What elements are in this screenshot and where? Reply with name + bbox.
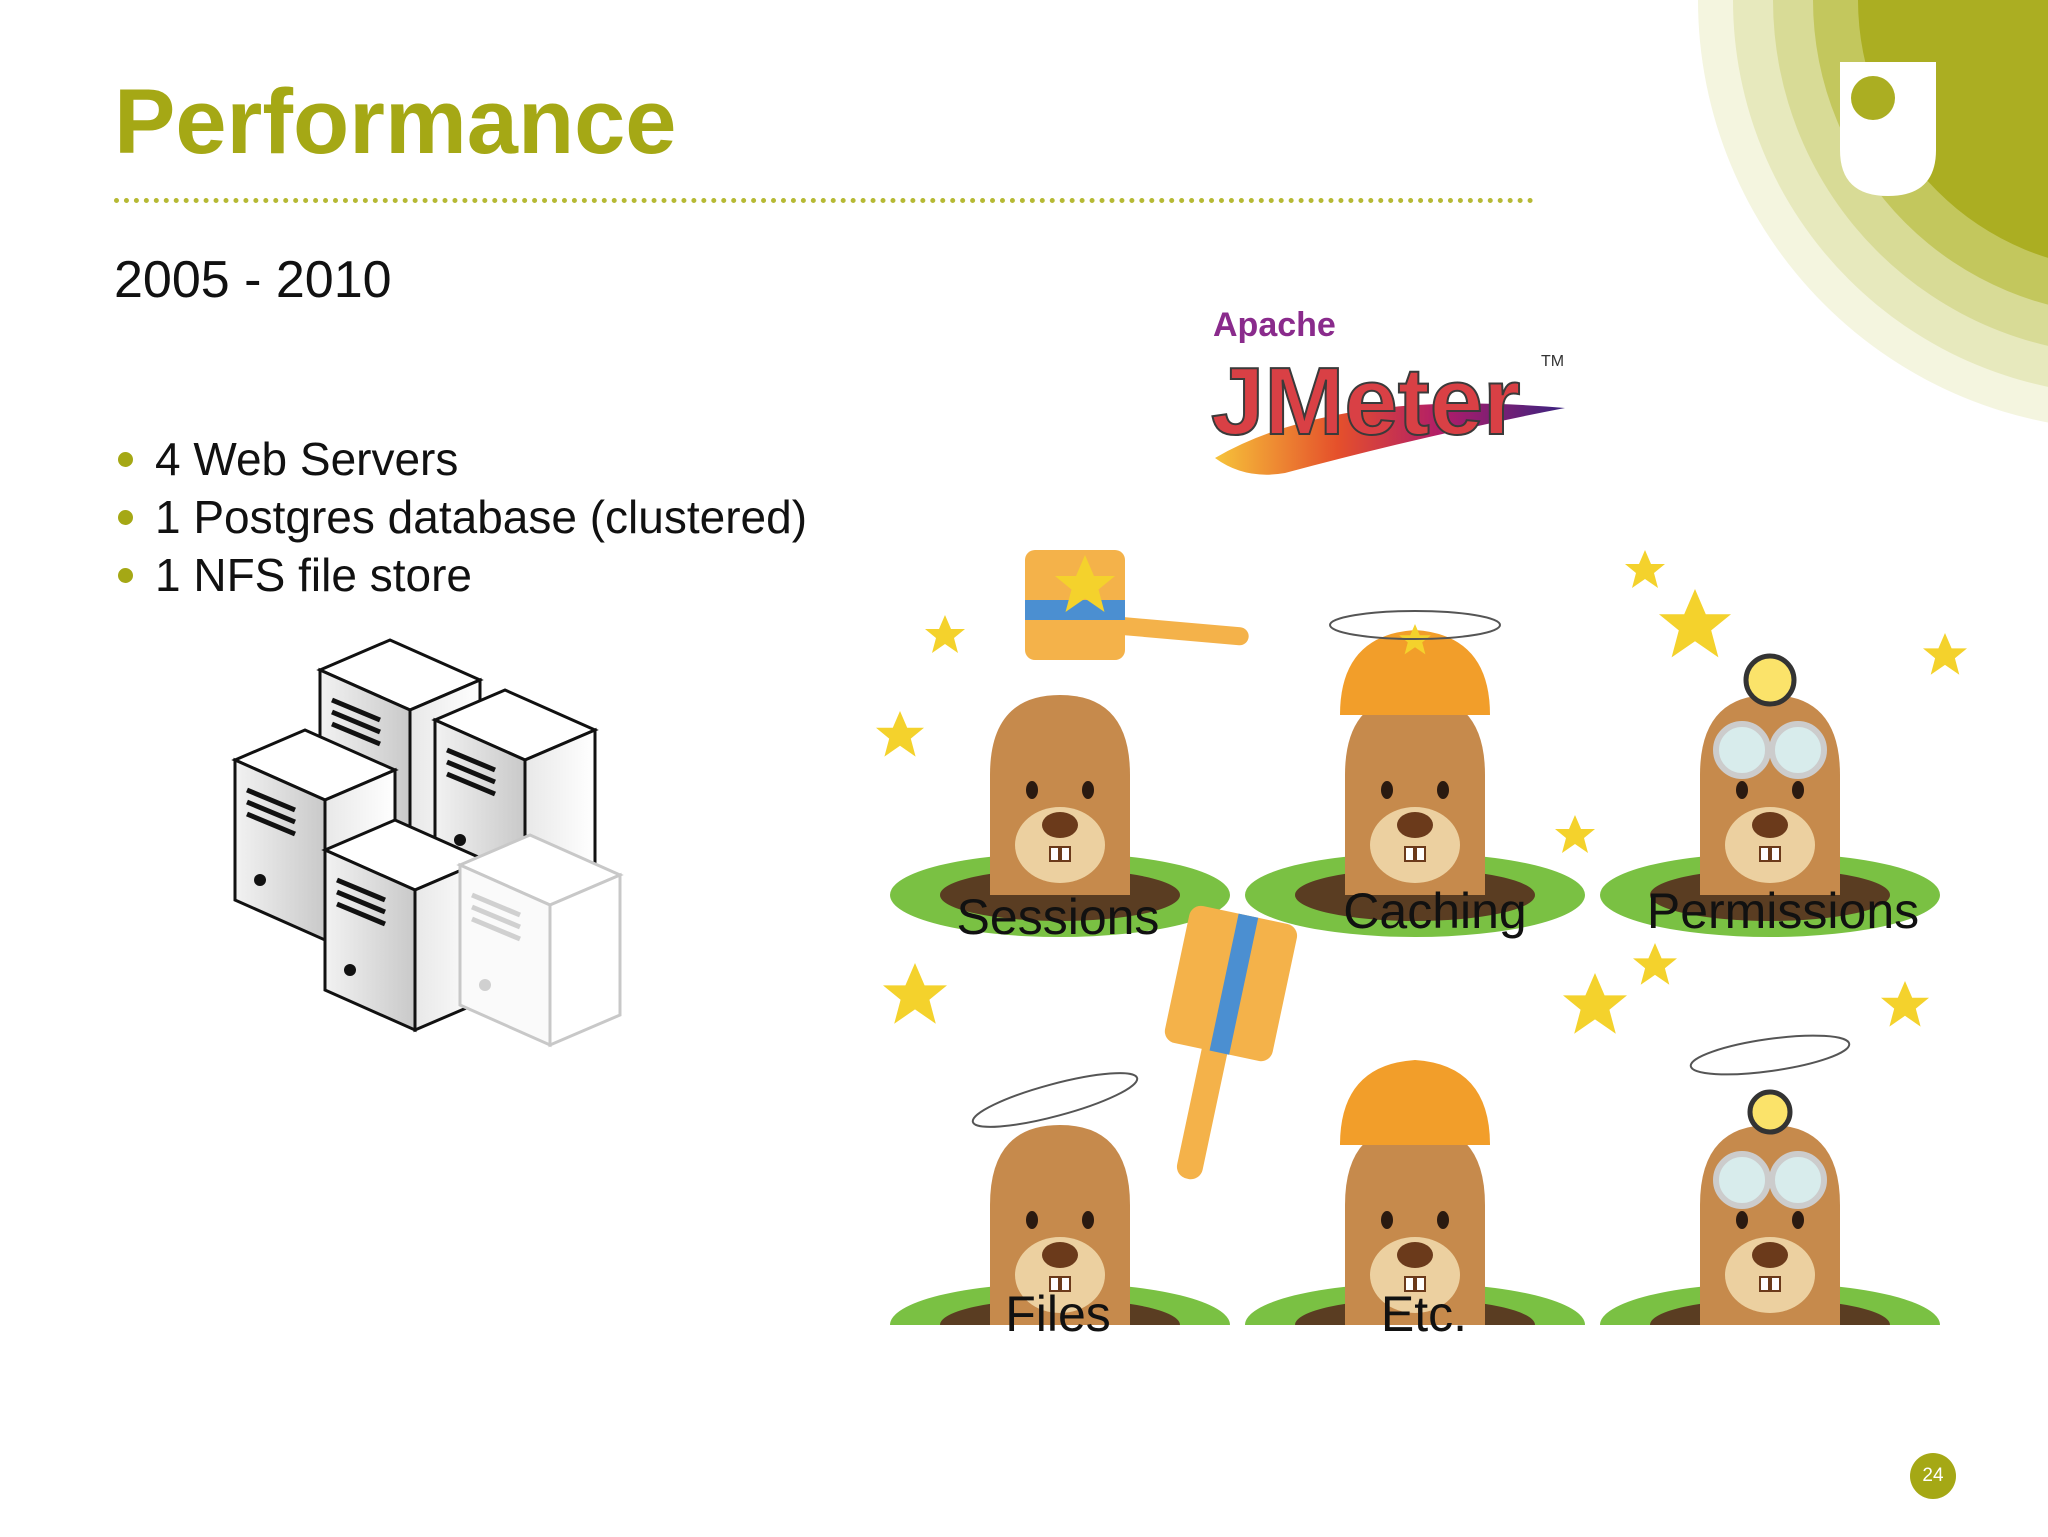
page-number-badge: 24: [1910, 1453, 1956, 1499]
bullet-list: 4 Web Servers 1 Postgres database (clust…: [114, 430, 807, 604]
bullet-item: 1 NFS file store: [114, 546, 807, 604]
bullet-icon: [118, 567, 133, 583]
bullet-text: 1 Postgres database (clustered): [155, 491, 808, 543]
bullet-icon: [118, 509, 133, 525]
bullet-icon: [118, 451, 133, 467]
jmeter-text: JMeter: [1211, 348, 1520, 455]
hard-hat-icon: [1340, 630, 1490, 715]
apache-text: Apache: [1213, 306, 1336, 344]
bullet-text: 1 NFS file store: [155, 549, 472, 601]
jmeter-logo: Apache JMeter TM: [1210, 306, 1565, 475]
hard-hat-icon: [1340, 1060, 1490, 1145]
hammer-icon: [1025, 550, 1249, 660]
headlamp-icon: [1747, 1089, 1793, 1135]
bullet-item: 1 Postgres database (clustered): [114, 488, 807, 546]
goggles-icon: [1769, 721, 1827, 779]
mole-label-files: Files: [1005, 1286, 1111, 1342]
slide-title: Performance: [114, 71, 677, 173]
bullet-item: 4 Web Servers: [114, 430, 807, 488]
headlamp-icon: [1743, 653, 1797, 707]
whack-a-mole-illustration: [876, 550, 1967, 1325]
goggles-icon: [1713, 721, 1771, 779]
server-cluster-icon: [231, 638, 624, 1048]
corner-decoration: [1698, 0, 2048, 423]
mole-label-sessions: Sessions: [956, 889, 1160, 945]
hammer-icon: [1164, 905, 1298, 1180]
mole-label-caching: Caching: [1343, 883, 1527, 939]
goggles-icon: [1769, 1151, 1827, 1209]
server-unit-faded: [456, 833, 624, 1048]
date-range: 2005 - 2010: [114, 251, 392, 309]
mole-extra: [1599, 1124, 1941, 1325]
bullet-text: 4 Web Servers: [155, 433, 459, 485]
goggles-icon: [1713, 1151, 1771, 1209]
university-logo-icon: [1840, 62, 1936, 196]
mole-label-etc: Etc.: [1380, 1286, 1468, 1342]
mole-label-permissions: Permissions: [1646, 883, 1920, 939]
title-divider: [114, 198, 1534, 203]
trademark-text: TM: [1541, 353, 1564, 370]
